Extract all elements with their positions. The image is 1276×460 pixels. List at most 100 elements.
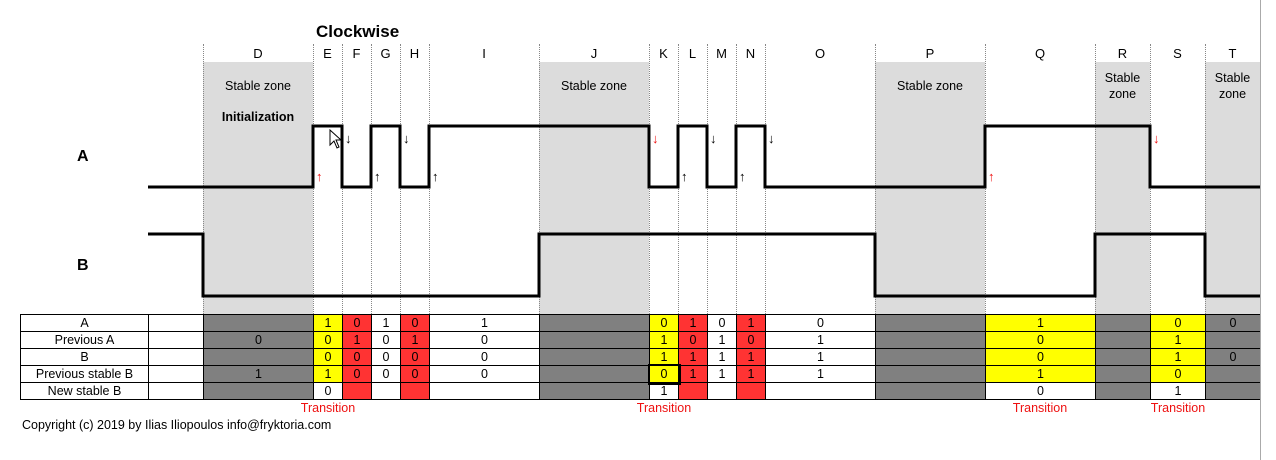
cell-k[interactable]: 1 (649, 382, 679, 400)
cell-s[interactable]: 1 (1150, 348, 1206, 366)
cell-p[interactable] (875, 314, 986, 332)
cell-j[interactable] (539, 314, 650, 332)
cell-e[interactable]: 0 (313, 331, 343, 349)
cell-r[interactable] (1095, 314, 1151, 332)
cell-k[interactable]: 1 (649, 348, 679, 366)
cell-r[interactable] (1095, 331, 1151, 349)
cell-q[interactable]: 1 (985, 314, 1096, 332)
cell-n[interactable]: 0 (736, 331, 766, 349)
cell-d[interactable] (203, 348, 314, 366)
column-header-s: S (1173, 46, 1182, 61)
cell-o[interactable]: 0 (765, 314, 876, 332)
cell-l[interactable]: 1 (678, 348, 708, 366)
cell-t[interactable] (1205, 365, 1261, 383)
cell-o[interactable]: 1 (765, 331, 876, 349)
transition-label-e: Transition (300, 401, 356, 415)
cell-q[interactable]: 0 (985, 382, 1096, 400)
cell-m[interactable]: 1 (707, 331, 737, 349)
cell-e[interactable]: 0 (313, 382, 343, 400)
cell-h[interactable]: 1 (400, 331, 430, 349)
cell-i[interactable]: 0 (429, 331, 540, 349)
cell-n[interactable]: 1 (736, 365, 766, 383)
cell-i[interactable]: 1 (429, 314, 540, 332)
cell-o[interactable] (765, 382, 876, 400)
cell-q[interactable]: 0 (985, 348, 1096, 366)
cell-s[interactable]: 1 (1150, 382, 1206, 400)
cell-o[interactable]: 1 (765, 348, 876, 366)
cell-i[interactable]: 0 (429, 348, 540, 366)
cell-t[interactable] (1205, 382, 1261, 400)
cell-k[interactable]: 0 (649, 314, 679, 332)
cell-d[interactable]: 0 (203, 331, 314, 349)
cell-k[interactable]: 0 (647, 363, 681, 385)
cell-s[interactable]: 0 (1150, 365, 1206, 383)
cell-l[interactable]: 1 (678, 365, 708, 383)
cell-i[interactable] (429, 382, 540, 400)
blank-cell (148, 314, 204, 332)
cell-h[interactable] (400, 382, 430, 400)
cell-g[interactable]: 0 (371, 365, 401, 383)
cell-f[interactable]: 1 (342, 331, 372, 349)
cell-j[interactable] (539, 331, 650, 349)
row-label: New stable B (20, 382, 149, 400)
cell-p[interactable] (875, 331, 986, 349)
cell-m[interactable]: 1 (707, 348, 737, 366)
cell-e[interactable]: 0 (313, 348, 343, 366)
cell-m[interactable]: 0 (707, 314, 737, 332)
cell-r[interactable] (1095, 382, 1151, 400)
transition-label-k: Transition (636, 401, 692, 415)
cell-g[interactable]: 1 (371, 314, 401, 332)
cell-r[interactable] (1095, 365, 1151, 383)
copyright-text: Copyright (c) 2019 by Ilias Iliopoulos i… (22, 418, 332, 432)
cell-p[interactable] (875, 348, 986, 366)
cell-j[interactable] (539, 365, 650, 383)
cell-f[interactable]: 0 (342, 348, 372, 366)
waveform-b (148, 232, 1260, 298)
cell-f[interactable]: 0 (342, 314, 372, 332)
cell-e[interactable]: 1 (313, 365, 343, 383)
cell-g[interactable]: 0 (371, 348, 401, 366)
cell-d[interactable] (203, 382, 314, 400)
cell-i[interactable]: 0 (429, 365, 540, 383)
cell-m[interactable] (707, 382, 737, 400)
row-label: B (20, 348, 149, 366)
cell-j[interactable] (539, 382, 650, 400)
cell-q[interactable]: 0 (985, 331, 1096, 349)
cell-d[interactable]: 1 (203, 365, 314, 383)
cell-m[interactable]: 1 (707, 365, 737, 383)
cell-g[interactable] (371, 382, 401, 400)
cell-h[interactable]: 0 (400, 365, 430, 383)
cell-s[interactable]: 1 (1150, 331, 1206, 349)
cell-h[interactable]: 0 (400, 314, 430, 332)
zone-label-t-line1: Stable (1214, 71, 1251, 85)
cell-t[interactable]: 0 (1205, 348, 1261, 366)
waveform-a (148, 124, 1260, 189)
cell-n[interactable]: 1 (736, 314, 766, 332)
cell-j[interactable] (539, 348, 650, 366)
cell-e[interactable]: 1 (313, 314, 343, 332)
blank-cell (148, 331, 204, 349)
cell-p[interactable] (875, 382, 986, 400)
cell-f[interactable]: 0 (342, 365, 372, 383)
rising-edge-arrow-icon: ↑ (316, 169, 323, 184)
cell-o[interactable]: 1 (765, 365, 876, 383)
cell-l[interactable]: 1 (678, 314, 708, 332)
cell-f[interactable] (342, 382, 372, 400)
cell-h[interactable]: 0 (400, 348, 430, 366)
column-header-o: O (814, 46, 826, 61)
cell-r[interactable] (1095, 348, 1151, 366)
cell-n[interactable]: 1 (736, 348, 766, 366)
cell-l[interactable]: 0 (678, 331, 708, 349)
cell-t[interactable] (1205, 331, 1261, 349)
cell-g[interactable]: 0 (371, 331, 401, 349)
cell-t[interactable]: 0 (1205, 314, 1261, 332)
cell-l[interactable] (678, 382, 708, 400)
cell-p[interactable] (875, 365, 986, 383)
cell-n[interactable] (736, 382, 766, 400)
cell-q[interactable]: 1 (985, 365, 1096, 383)
cell-k[interactable]: 1 (649, 331, 679, 349)
cell-s[interactable]: 0 (1150, 314, 1206, 332)
cell-d[interactable] (203, 314, 314, 332)
